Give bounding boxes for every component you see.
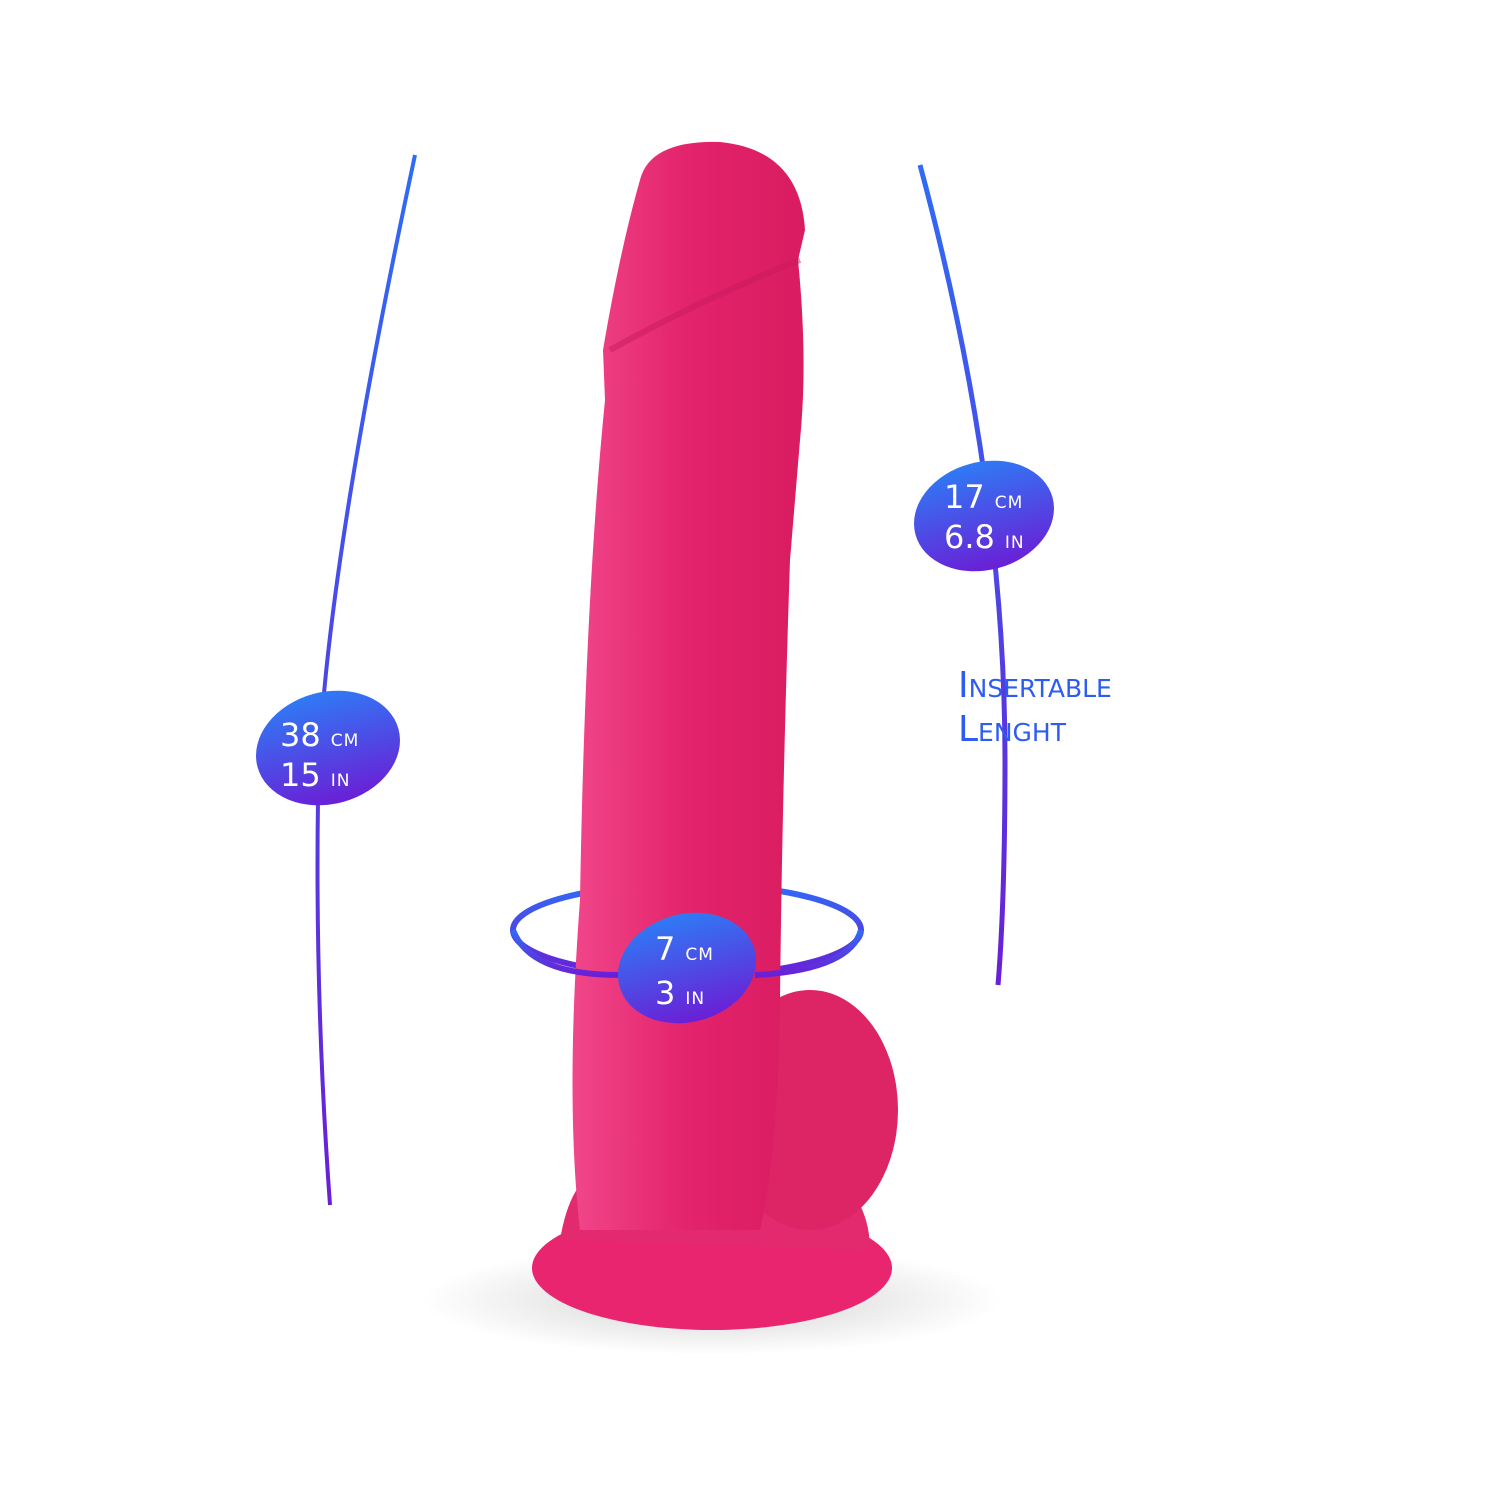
insertable-length-line xyxy=(917,164,1008,986)
diameter-in-unit: IN xyxy=(685,989,706,1009)
total-in-value: 15 xyxy=(280,756,321,794)
total-length-badge: 38 CM 15 IN xyxy=(280,718,359,798)
diameter-badge: 7 CM 3 IN xyxy=(655,930,714,1018)
diameter-cm-value: 7 xyxy=(655,930,676,968)
total-in-unit: IN xyxy=(330,771,351,791)
product-image xyxy=(532,141,898,1330)
diameter-ring-front xyxy=(510,928,864,978)
diameter-cm-unit: CM xyxy=(685,945,714,965)
diameter-in-value: 3 xyxy=(655,974,676,1012)
diameter-badge-bg xyxy=(617,912,757,1024)
total-length-line xyxy=(315,154,417,1206)
insertable-label-line1: Insertable xyxy=(958,665,1112,706)
insertable-length-badge: 17 CM 6.8 IN xyxy=(944,480,1025,560)
insertable-in-unit: IN xyxy=(1004,533,1025,553)
insertable-in-value: 6.8 xyxy=(944,518,995,556)
insertable-length-label: Insertable Lenght xyxy=(958,664,1112,752)
insertable-label-line2: Lenght xyxy=(958,709,1066,750)
insertable-cm-value: 17 xyxy=(944,478,985,516)
insertable-cm-unit: CM xyxy=(994,493,1024,513)
total-cm-unit: CM xyxy=(330,731,360,751)
total-length-badge-bg xyxy=(256,690,400,806)
total-cm-value: 38 xyxy=(280,716,321,754)
insertable-length-badge-bg xyxy=(914,460,1054,572)
